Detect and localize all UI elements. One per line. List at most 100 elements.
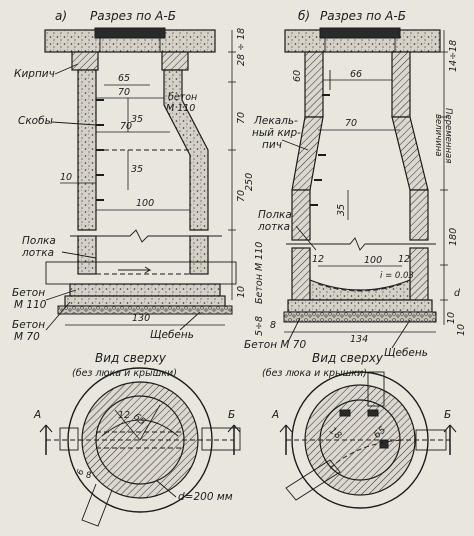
section-b-base-m110 [287,299,433,313]
dim-a-130: 130 [132,313,150,324]
label-beton-m70-a-grade: М 70 [14,331,40,343]
dim-b-100: 100 [364,255,382,266]
section-b-letter: б) [298,9,310,23]
plan-b-title: Вид сверху [312,351,384,365]
section-b-shaft-right [409,189,429,241]
section-b-hatch-frame [319,27,401,39]
plan-a-pipe-in [81,483,113,527]
dim-b-rd: d [454,288,461,299]
label-beton-m110-a-grade: М 110 [14,299,47,311]
label-shcheben-a: Щебень [150,329,194,341]
plan-a-outer-ring [67,367,213,513]
label-peremennaya: Переменная [443,108,453,163]
section-b-title: Разрез по А-Б [320,9,406,23]
section-b-cone-right [391,116,429,191]
dim-a-r70b: 70 [236,190,247,202]
label-polka-b: Полка [258,209,292,221]
section-b: б) Разрез по А-Б 66 60 70 Лекаль- ный ки… [244,9,467,359]
dim-a-65: 65 [118,73,130,84]
plan-b-outer-ring [291,371,429,509]
dim-b-r8: 8 [270,320,276,331]
label-skoby: Скобы [18,115,53,127]
dim-b-35: 35 [336,204,347,216]
section-a-hatch-frame [94,27,166,39]
section-b-steps [310,94,330,206]
label-kirpich: Кирпич [14,68,55,80]
dim-a-70b: 70 [120,121,132,132]
section-a-wall-left [77,69,97,231]
plan-b: Вид сверху (без люка и крышки) 18 65 А Б [262,351,457,509]
section-a-title: Разрез по А-Б [90,9,176,23]
section-a-base-m110 [69,283,221,297]
dim-b-i003: i = 0.03 [380,271,414,281]
label-velichina: величина [433,114,443,157]
dim-a-r10: 10 [236,286,247,298]
plan-b-mark-b: Б [444,409,451,421]
section-a-wall-low-right [189,235,209,275]
dim-b-60: 60 [292,70,303,82]
plan-b-pipe-top [367,371,385,407]
section-a-base-gravel [57,305,233,315]
section-b-break [286,237,436,251]
dim-a-100: 100 [136,198,154,209]
section-a: а) Разрез по А-Б Кирпич Скобы 65 70 35 [12,9,265,343]
plan-a: Вид сверху (без люка и крышки) 12 65 6 8… [33,351,241,527]
section-b-shaft-left [291,189,311,241]
dim-a-10: 10 [60,172,72,183]
section-b-neck-left [304,51,324,118]
label-beton-top-grade: М 110 [166,103,195,114]
plan-a-title: Вид сверху [95,351,167,365]
section-a-wall-right [163,69,209,231]
dim-a-35b: 35 [131,164,143,175]
dim-a-r28: 28 ÷ 18 [236,28,247,66]
section-a-base-m70 [64,295,226,307]
label-lekalny2: ный кир- [252,127,301,139]
section-b-channel [309,279,411,301]
dim-b-12b: 12 [398,254,410,265]
dim-b-70: 70 [345,118,357,129]
dim-b-r10b: 10 [456,324,467,336]
plan-a-mark-b: Б [228,409,235,421]
section-b-hatch-opening [324,37,396,53]
section-b-neck-right [391,51,411,118]
section-a-break [70,229,222,243]
label-polka-a: Полка [22,235,56,247]
dim-b-r180: 180 [448,228,459,246]
section-a-letter: а) [55,9,67,23]
label-lotka-b: лотка [257,221,290,233]
section-a-hatch-opening [99,37,161,53]
section-a-neck-left [71,51,99,71]
label-beton-m110-b: Бетон М 110 [254,242,265,304]
dim-a-70a: 70 [118,87,130,98]
section-b-bottom-left [291,247,311,301]
label-beton-m70-a: Бетон [12,319,45,331]
plan-a-subtitle: (без люка и крышки) [72,368,177,379]
label-shcheben-b: Щебень [384,347,428,359]
label-beton-m110-a: Бетон [12,287,45,299]
label-beton-m70-b: Бетон М 70 [244,339,306,351]
plan-b-mark-a: А [271,409,279,421]
dim-a-35a: 35 [131,114,143,125]
dim-a-r5-8: 5÷8 [254,316,265,336]
plan-a-pipe-out [201,427,241,451]
dim-b-r10a: 10 [446,312,457,324]
dim-b-12a: 12 [312,254,324,265]
dim-b-66: 66 [350,69,362,80]
section-b-base-gravel [283,311,437,323]
section-a-neck-right [161,51,189,71]
plan-a-d6: 6 [75,468,86,477]
dim-a-r250: 250 [244,173,255,191]
plan-b-subtitle: (без люка и крышки) [262,368,367,379]
dim-b-134: 134 [350,334,368,345]
label-lekalny3: пич [262,139,282,151]
dim-b-r14: 14÷18 [448,40,459,72]
label-lotka-a: лотка [21,247,54,259]
plan-a-d12: 12 [118,410,130,421]
dim-a-r70a: 70 [236,112,247,124]
plan-a-mark-a: А [33,409,41,421]
plan-b-pipe-in [285,459,341,501]
label-beton-top: бетон [168,92,197,103]
plan-a-d8: 8 [86,471,92,481]
